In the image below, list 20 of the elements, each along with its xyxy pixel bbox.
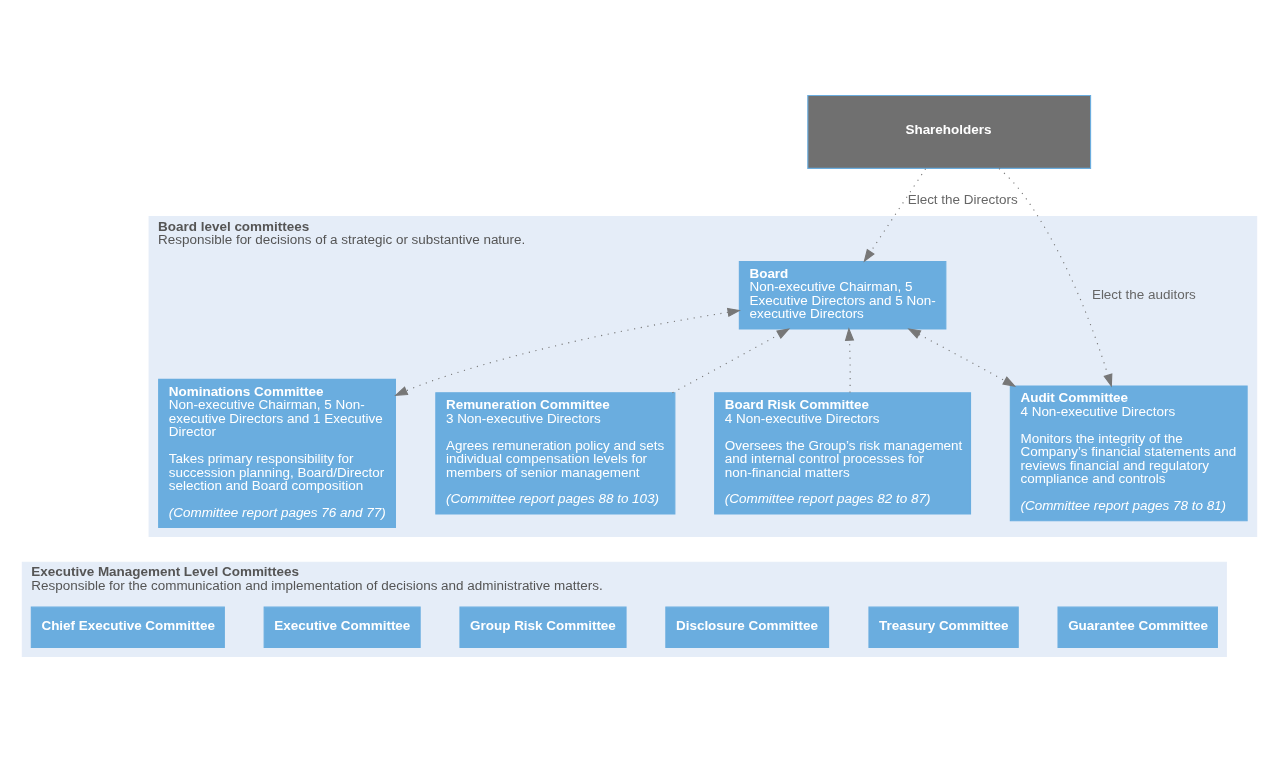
- node-box: Chief Executive Committee: [30, 606, 225, 648]
- node-box: Board Risk Committee 4 Non-executive Directors Oversees the Group’s risk management and internal control processes for non-financial matters (Committee report pages 82 to 87): [714, 391, 972, 515]
- node-box: Audit Committee 4 Non-executive Directors Monitors the integrity of the Company’s financial statements and reviews financial and regulatory compliance and controls (Committee report pages 78 to 81): [1009, 385, 1248, 521]
- arrow: [863, 167, 927, 263]
- node-box: Executive Committee: [263, 606, 421, 648]
- node-box: Treasury Committee: [868, 606, 1019, 648]
- node-box: Guarantee Committee: [1057, 606, 1218, 648]
- arrow: [907, 327, 1017, 387]
- edge-label: Elect the auditors: [1091, 286, 1196, 302]
- arrow: [671, 327, 791, 393]
- node-box: Group Risk Committee: [459, 606, 627, 648]
- arrow: [998, 167, 1113, 388]
- node-box: Disclosure Committee: [665, 606, 830, 648]
- node-box: Board Non-executive Chairman, 5 Executive Directors and 5 Non-executive Directors: [738, 260, 947, 329]
- node-box: Nominations Committee Non-executive Chairman, 5 Non-executive Directors and 1 Executive Director Takes primary responsibility for succession planning, Board/Director selection and Board composition (Committee report pages 76 and 77): [158, 378, 396, 528]
- edge-label: Elect the Directors: [907, 191, 1018, 207]
- node-box: Shareholders: [807, 94, 1092, 169]
- arrow: [394, 307, 741, 396]
- node-box: Remuneration Committee 3 Non-executive Directors Agrees remuneration policy and sets individual compensation levels for members of senior management (Committee report pages 88 to 103): [435, 391, 676, 515]
- arrow: [844, 326, 855, 393]
